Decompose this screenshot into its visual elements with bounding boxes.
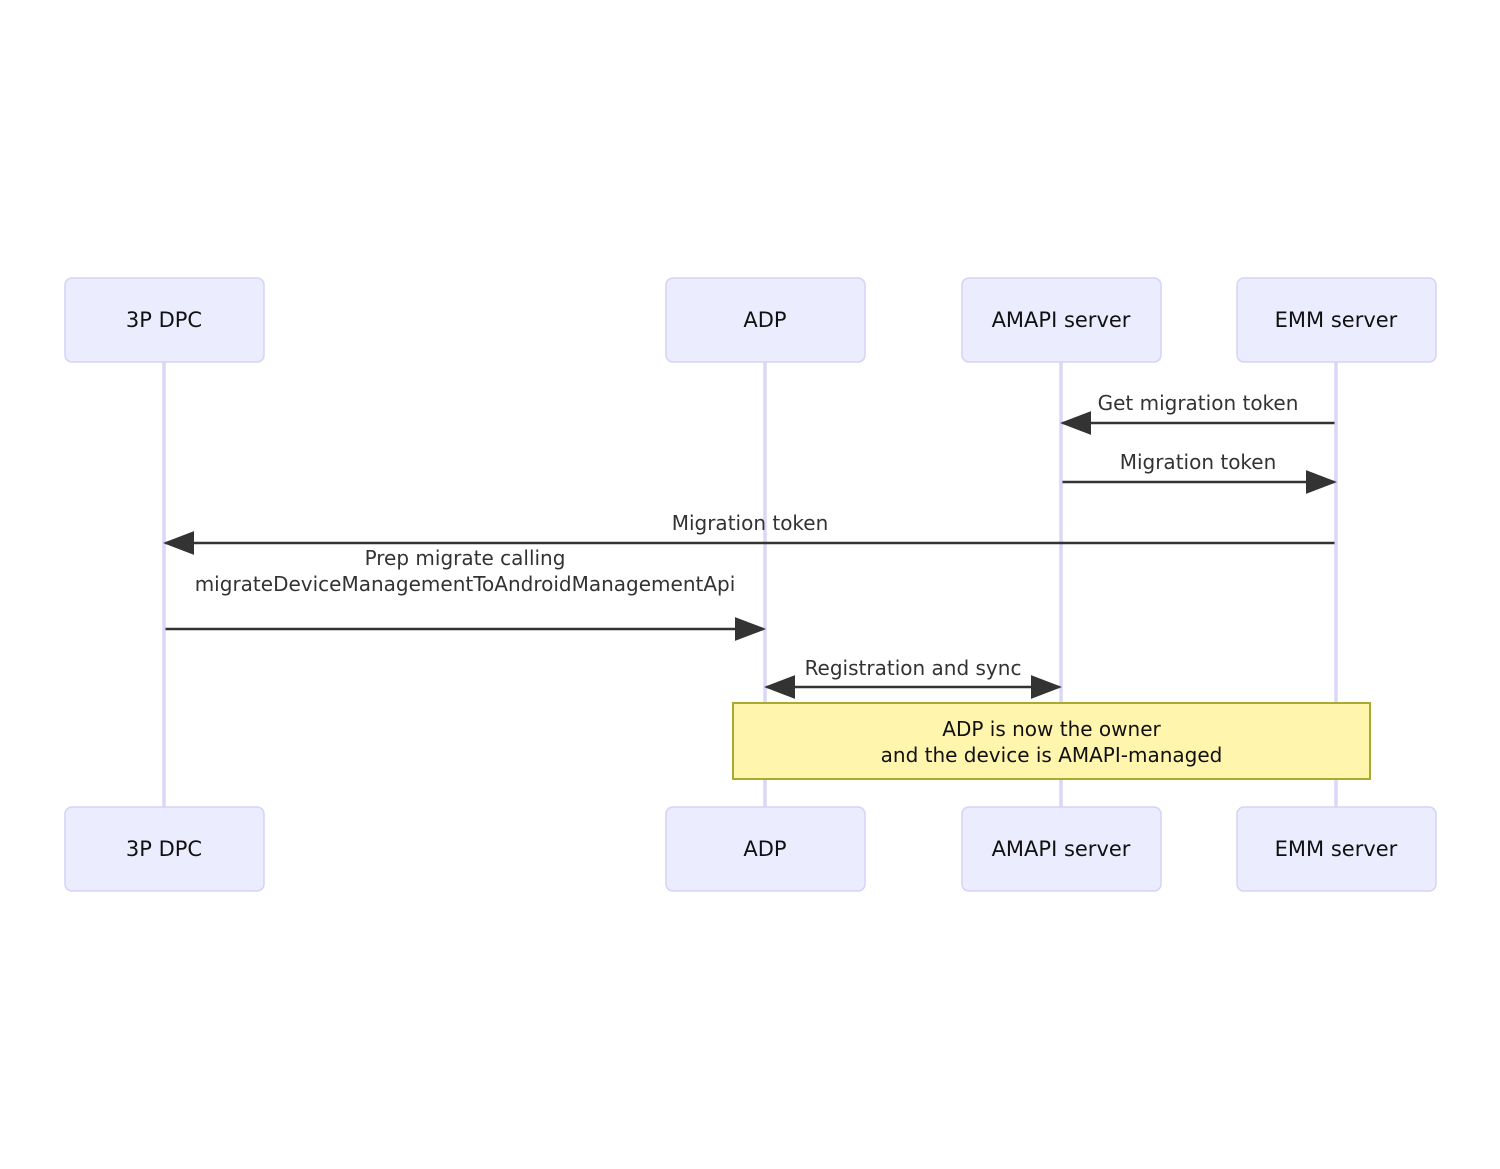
participant-emm-top[interactable]: EMM server xyxy=(1236,277,1437,363)
participant-label: 3P DPC xyxy=(126,308,202,332)
participant-box xyxy=(1236,806,1437,892)
message-m3[interactable]: Migration token xyxy=(162,511,1335,555)
participant-box xyxy=(64,277,265,363)
participant-boxes-top: 3P DPC ADP AMAPI server EMM server xyxy=(64,277,1437,363)
participant-label: AMAPI server xyxy=(992,308,1131,332)
note-text-line: and the device is AMAPI-managed xyxy=(881,743,1223,767)
participant-box xyxy=(64,806,265,892)
message-m1[interactable]: Get migration token xyxy=(1059,391,1335,435)
message-label: Migration token xyxy=(1120,450,1277,474)
message-m2[interactable]: Migration token xyxy=(1062,450,1338,494)
participant-box xyxy=(961,277,1162,363)
participant-adp-top[interactable]: ADP xyxy=(665,277,866,363)
participant-box xyxy=(665,806,866,892)
participant-dpc-bottom[interactable]: 3P DPC xyxy=(64,806,265,892)
participant-box xyxy=(1236,277,1437,363)
message-label: Prep migrate calling xyxy=(365,546,566,570)
participant-label: ADP xyxy=(743,837,786,861)
note-text-line: ADP is now the owner xyxy=(942,717,1161,741)
participant-amapi-bottom[interactable]: AMAPI server xyxy=(961,806,1162,892)
note-box xyxy=(732,702,1371,780)
participant-label: EMM server xyxy=(1275,837,1398,861)
message-label: migrateDeviceManagementToAndroidManageme… xyxy=(195,572,736,596)
participant-dpc-top[interactable]: 3P DPC xyxy=(64,277,265,363)
participant-box xyxy=(665,277,866,363)
message-label: Migration token xyxy=(672,511,829,535)
participant-adp-bottom[interactable]: ADP xyxy=(665,806,866,892)
participant-amapi-top[interactable]: AMAPI server xyxy=(961,277,1162,363)
participant-emm-bottom[interactable]: EMM server xyxy=(1236,806,1437,892)
participant-label: AMAPI server xyxy=(992,837,1131,861)
message-label: Registration and sync xyxy=(805,656,1022,680)
participant-label: ADP xyxy=(743,308,786,332)
participant-box xyxy=(961,806,1162,892)
participant-label: 3P DPC xyxy=(126,837,202,861)
participant-boxes-bottom: 3P DPC ADP AMAPI server EMM server xyxy=(64,806,1437,892)
message-m5[interactable]: Registration and sync xyxy=(763,656,1063,699)
message-m4[interactable]: Prep migrate callingmigrateDeviceManagem… xyxy=(165,546,767,641)
message-label: Get migration token xyxy=(1098,391,1299,415)
participant-label: EMM server xyxy=(1275,308,1398,332)
